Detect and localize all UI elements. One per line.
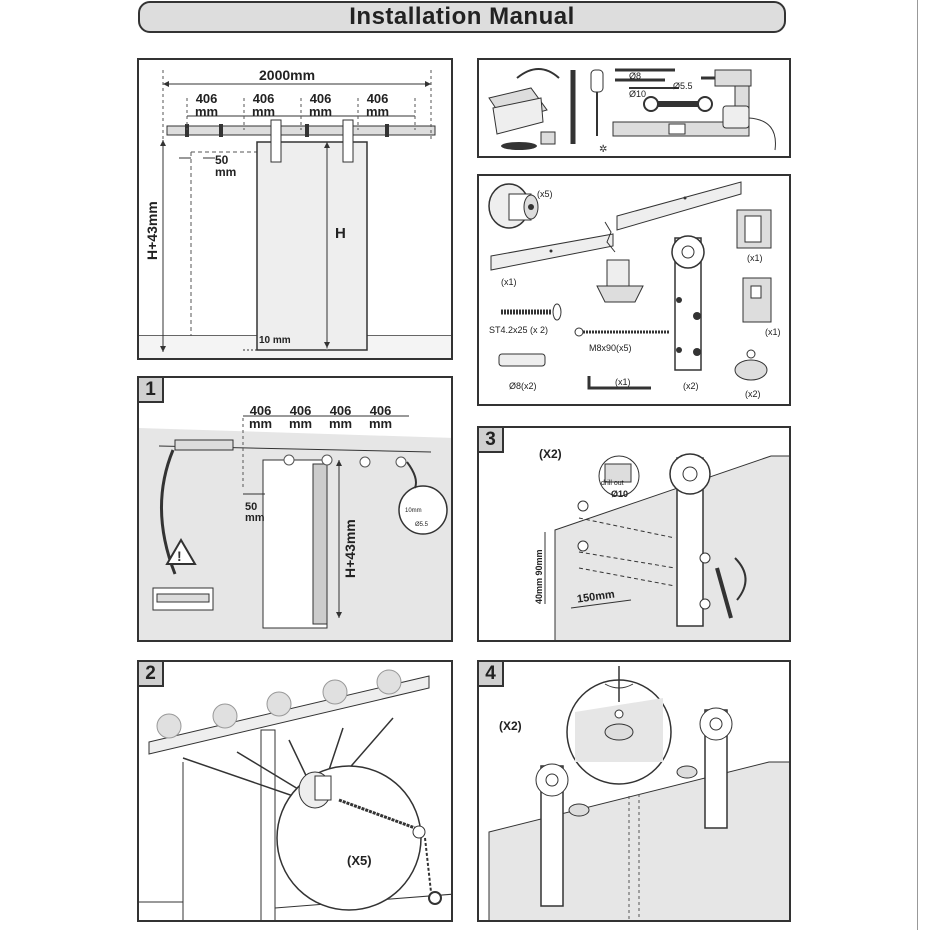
step-1-diagram: !	[139, 415, 451, 640]
wrench-qty: (x1)	[615, 377, 631, 387]
guide-qty: (x2)	[745, 389, 761, 399]
step3-drill-note: drill out	[601, 480, 624, 487]
step-4-diagram	[488, 666, 789, 920]
step-4-panel: 4 (X2)	[477, 660, 791, 922]
gap-label: 10 mm	[259, 335, 291, 346]
height-label: H+43mm	[144, 201, 160, 260]
manual-title-bar: Installation Manual	[138, 1, 786, 33]
bracket1-qty: (x1)	[747, 253, 763, 263]
step4-qty: (X2)	[499, 719, 522, 733]
hanger-qty: (x2)	[683, 381, 699, 391]
step-1-number: 1	[139, 378, 164, 403]
tools-illustration: ✲	[488, 68, 776, 155]
tools-panel: ✲ Ø8 Ø10 Ø5.5	[477, 58, 791, 158]
step2-qty: (X5)	[347, 853, 372, 868]
parts-illustration	[488, 181, 772, 390]
step-3-panel: 3 (X2) drill out Ø10 40mm 90mm 150mm	[477, 426, 791, 642]
drill-bit-55-label: Ø5.5	[673, 81, 693, 91]
anchor-label: Ø8(x2)	[509, 381, 537, 391]
step-3-number: 3	[479, 428, 504, 453]
step3-drill-size: Ø10	[611, 489, 629, 499]
parts-panel: (x5) (x1) (x1) (x1) ST4.2x25 (x 2) M8x90…	[477, 174, 791, 406]
manual-title: Installation Manual	[349, 3, 575, 30]
rail-qty: (x1)	[501, 277, 517, 287]
total-length-label: 2000mm	[259, 67, 316, 83]
step-2-diagram	[139, 669, 451, 920]
drill-bit-10-label: Ø10	[629, 89, 647, 99]
svg-text:✲: ✲	[599, 144, 607, 155]
step-4-number: 4	[479, 662, 504, 687]
drill-bit-8-label: Ø8	[629, 71, 642, 81]
overview-diagram	[139, 60, 451, 358]
page-edge-line	[917, 0, 930, 930]
screw-label: ST4.2x25 (x 2)	[489, 325, 549, 335]
step1-height: H+43mm	[342, 519, 358, 578]
step3-spacing: 40mm 90mm	[534, 549, 544, 604]
step1-detail-1: 10mm	[405, 508, 422, 514]
bracket2-qty: (x1)	[765, 327, 781, 337]
step-2-panel: 2 (X5)	[137, 660, 453, 922]
step3-qty: (X2)	[539, 447, 562, 461]
step1-detail-2: Ø5.5	[415, 522, 429, 528]
door-height-label: H	[335, 225, 346, 242]
svg-text:!: !	[177, 548, 182, 564]
step-2-number: 2	[139, 662, 164, 687]
stopper-qty: (x5)	[537, 189, 553, 199]
step-3-diagram	[544, 453, 789, 640]
bolt-label: M8x90(x5)	[589, 343, 632, 353]
